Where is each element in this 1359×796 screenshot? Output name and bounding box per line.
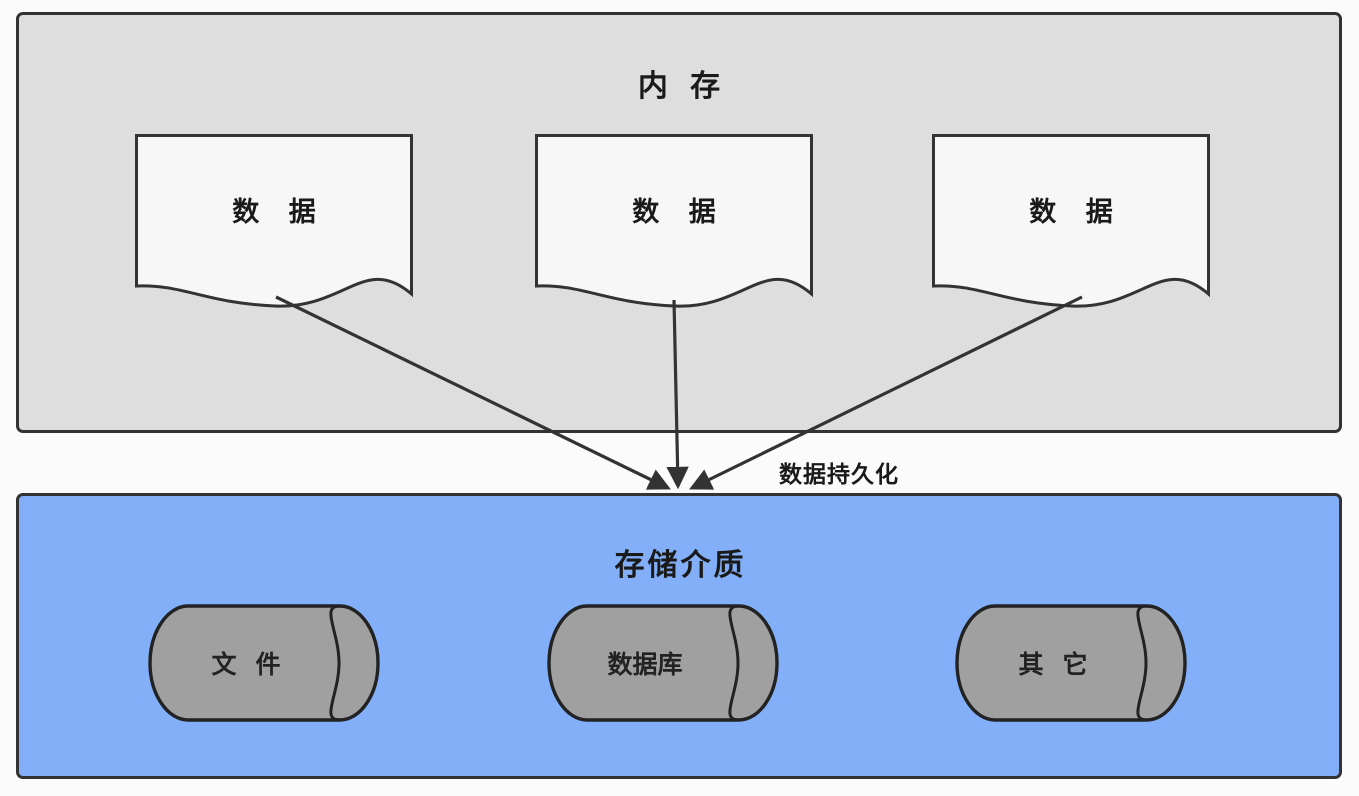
- data-persistence-label: 数据持久化: [779, 461, 899, 487]
- storage-cylinder-label: 其 它: [1018, 651, 1094, 679]
- storage-cylinder-label: 数据库: [607, 651, 683, 679]
- cylinder-shape: [547, 604, 779, 722]
- data-note: 数 据: [932, 134, 1210, 314]
- data-note-shape: [135, 134, 413, 308]
- cylinder-shape: [148, 604, 380, 722]
- storage-panel-title: 存储介质: [614, 549, 747, 582]
- data-note-label: 数 据: [232, 196, 327, 227]
- storage-cylinder: 其 它: [955, 604, 1187, 722]
- cylinder-shape: [955, 604, 1187, 722]
- data-note-label: 数 据: [1029, 196, 1124, 227]
- storage-cylinder-label: 文 件: [211, 651, 287, 679]
- memory-panel-title: 内 存: [637, 70, 728, 103]
- storage-cylinder: 数据库: [547, 604, 779, 722]
- storage-cylinder: 文 件: [148, 604, 380, 722]
- data-note: 数 据: [535, 134, 813, 314]
- data-note: 数 据: [135, 134, 413, 314]
- data-note-label: 数 据: [632, 196, 727, 227]
